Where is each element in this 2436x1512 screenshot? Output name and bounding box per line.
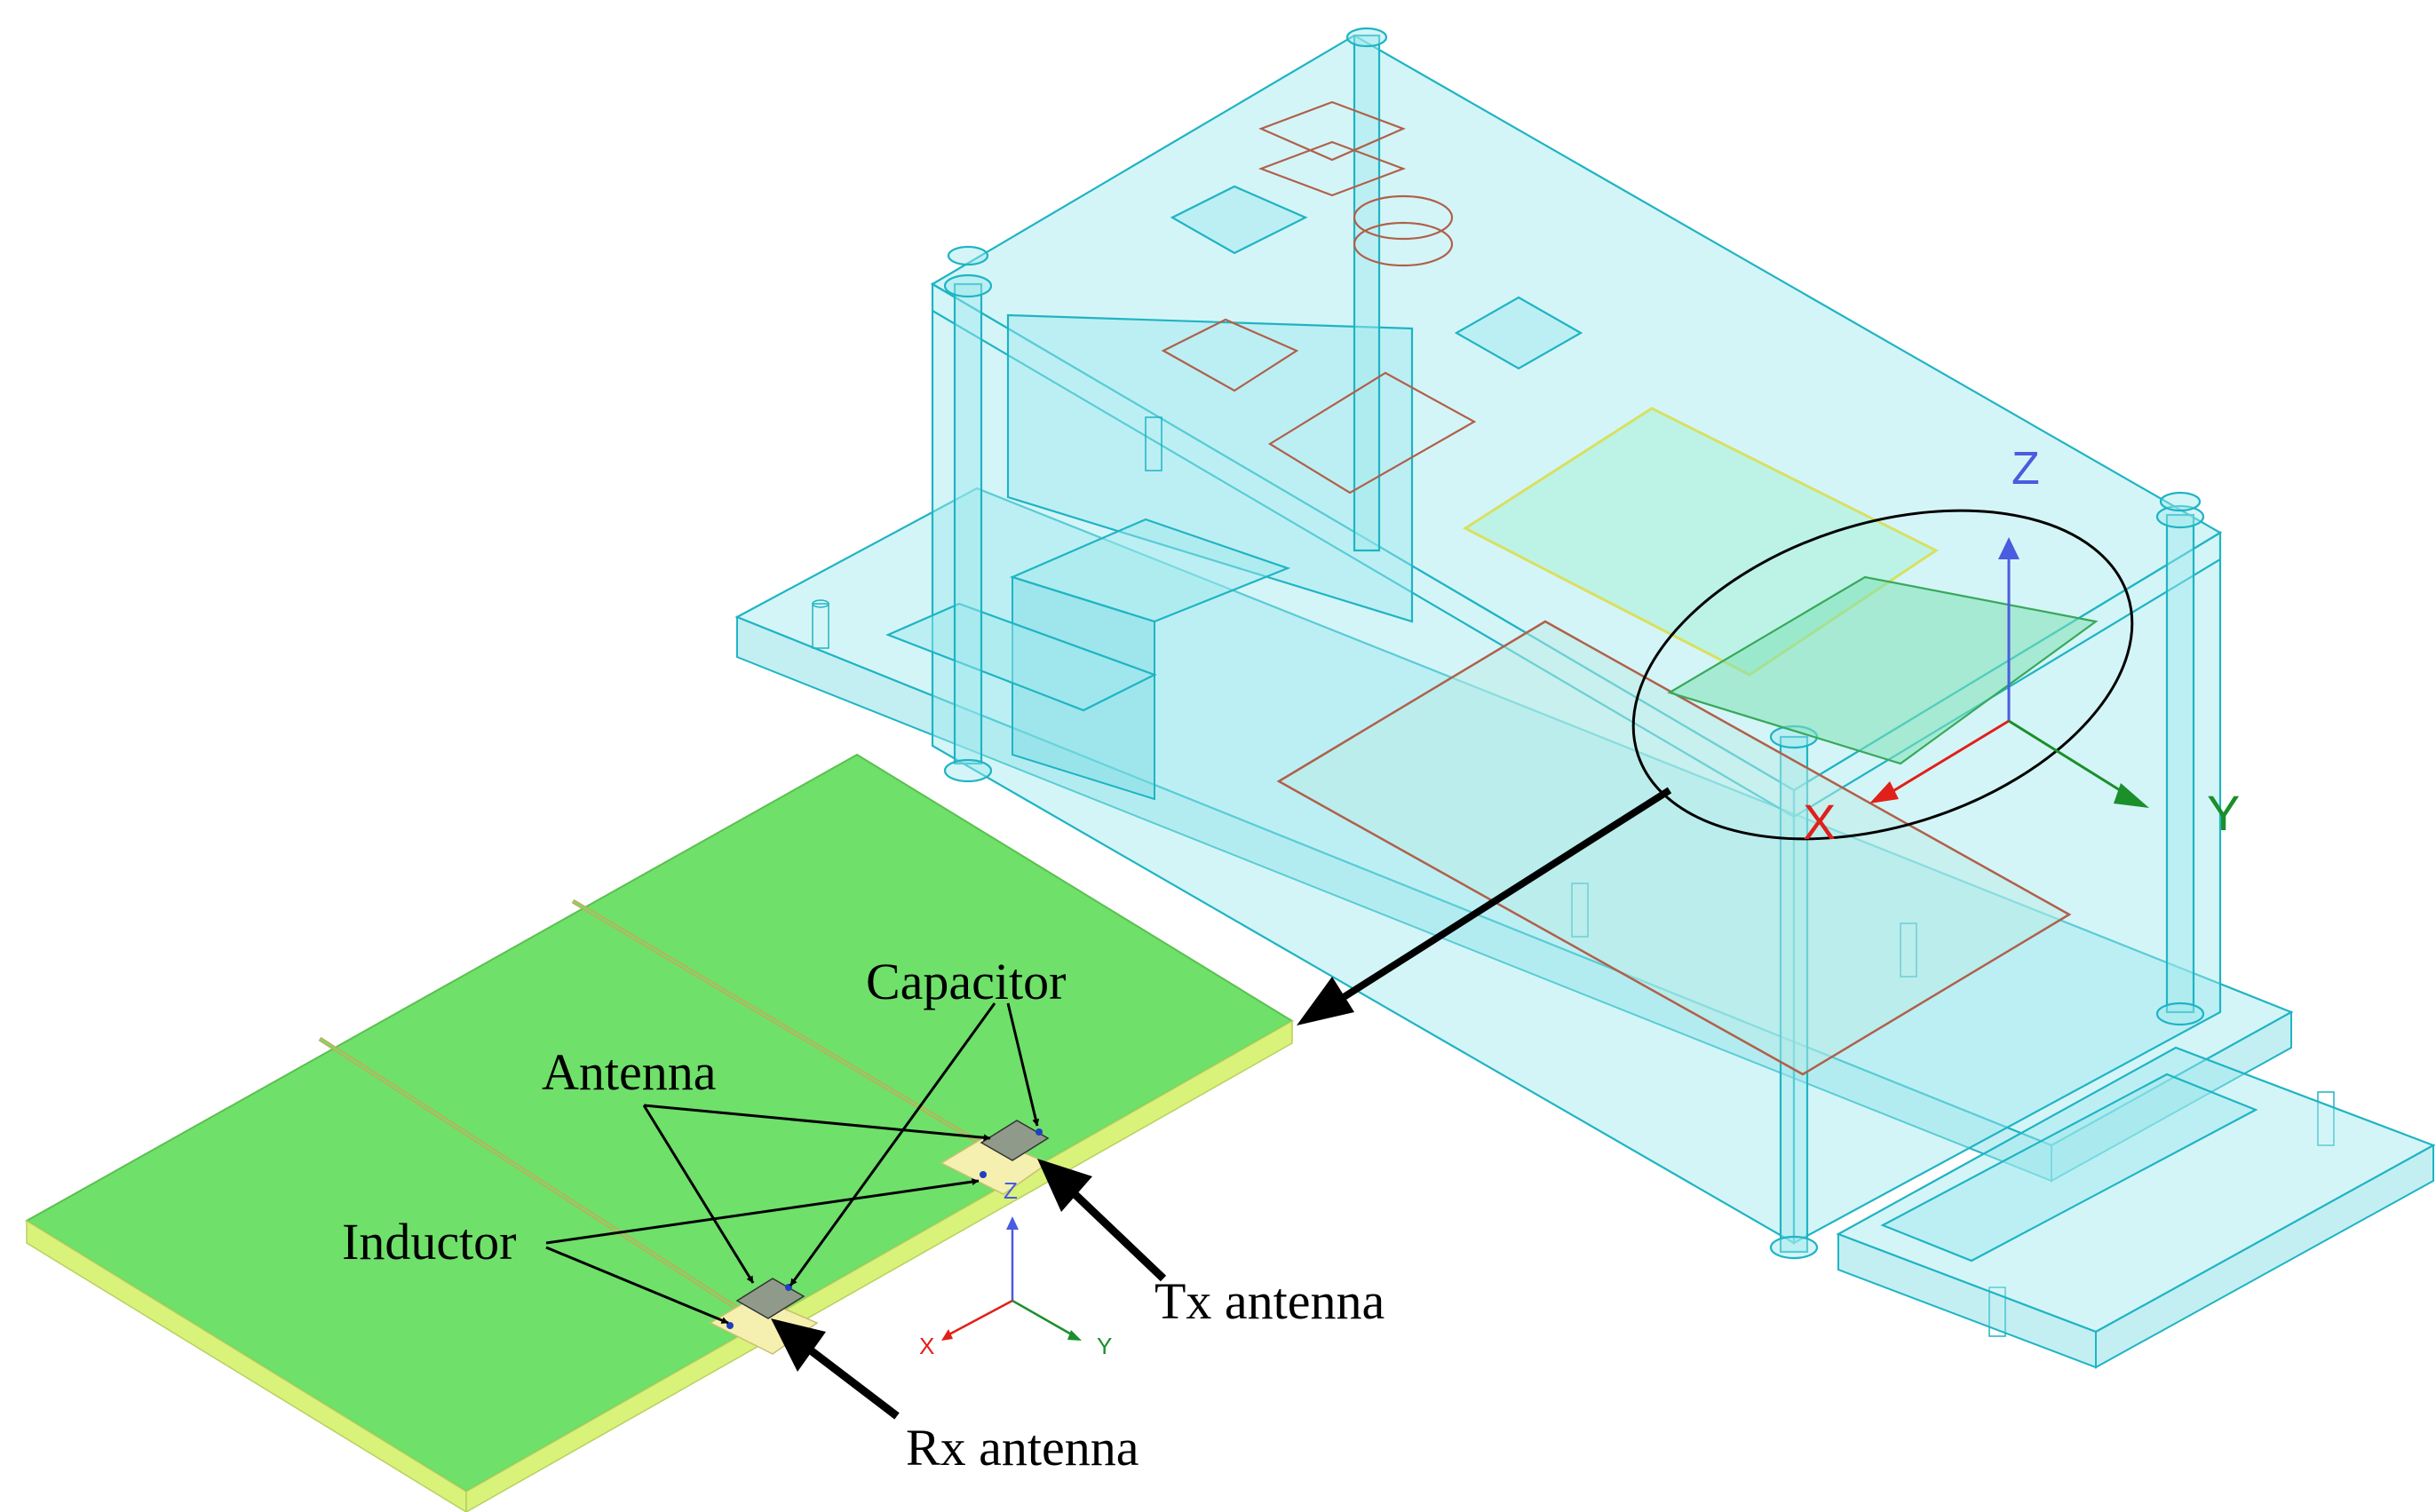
sensor-board xyxy=(1667,575,2099,765)
capacitor-label: Capacitor xyxy=(866,953,1066,1010)
rx-inductor xyxy=(726,1322,734,1329)
rx-antenna-arrow xyxy=(801,1342,900,1420)
callout-ellipse xyxy=(1631,509,2134,841)
small-x-axis xyxy=(945,1299,1013,1338)
callout-leaders xyxy=(545,1002,1167,1420)
base-plate-side xyxy=(2051,1010,2292,1183)
capacitor-leader-1 xyxy=(789,1002,996,1286)
small-y-axis xyxy=(1012,1299,1075,1338)
z-axis-arrowhead xyxy=(1998,537,2019,559)
trace-1b xyxy=(319,1038,747,1315)
standoffs xyxy=(943,27,2205,1260)
inner-housing xyxy=(1006,313,1414,623)
x-axis-line xyxy=(1886,719,2010,796)
small-x-arrowhead xyxy=(941,1329,953,1341)
enlarged-pcb xyxy=(25,753,1294,1512)
tx-capacitor xyxy=(1035,1128,1043,1136)
tx-antenna-arrowhead xyxy=(1037,1159,1092,1212)
inductor-leader-1 xyxy=(545,1246,729,1325)
inductor-label: Inductor xyxy=(342,1213,517,1271)
rx-antenna-label: Rx antenna xyxy=(906,1419,1139,1476)
inductor-leader-2 xyxy=(545,1178,980,1245)
tx-antenna-label: Tx antenna xyxy=(1155,1272,1385,1330)
enclosure-model: Z X Y xyxy=(734,27,2436,1369)
zoom-arrow-head xyxy=(1297,977,1354,1025)
main-axis-y-label: Y xyxy=(2207,785,2240,841)
component-outlines xyxy=(1161,100,1583,495)
callout-labels: Capacitor Antenna Inductor Tx antenna Rx… xyxy=(342,953,1385,1476)
tx-antenna-arrow xyxy=(1067,1186,1167,1282)
zoom-arrow xyxy=(1338,787,1672,1002)
tx-inductor xyxy=(980,1171,987,1178)
rx-antenna-arrowhead xyxy=(771,1318,826,1372)
handle xyxy=(1836,1046,2436,1369)
small-z-arrowhead xyxy=(1006,1216,1019,1230)
small-axes: Z X Y xyxy=(919,1177,1112,1359)
antenna-leader-1 xyxy=(642,1104,755,1284)
pcb-edge-front xyxy=(26,1219,467,1512)
small-axis-z-label: Z xyxy=(1004,1177,1018,1204)
capacitor-leader-2 xyxy=(1006,1002,1040,1127)
antenna-label: Antenna xyxy=(542,1043,717,1101)
antenna-leader-2 xyxy=(643,1104,991,1142)
main-axis-x-label: X xyxy=(1803,794,1836,850)
small-axis-y-label: Y xyxy=(1097,1333,1112,1359)
y-axis-line xyxy=(2008,719,2128,796)
y-axis-arrowhead xyxy=(2114,783,2149,808)
small-y-arrowhead xyxy=(1067,1330,1082,1341)
battery-block-top xyxy=(1009,518,1291,623)
main-axes: Z X Y xyxy=(1803,443,2240,850)
trace-2b xyxy=(572,900,1000,1155)
tx-antenna-chip xyxy=(980,1120,1050,1161)
internal-board xyxy=(1276,620,2072,1076)
small-axis-x-label: X xyxy=(919,1333,934,1359)
main-axis-z-label: Z xyxy=(2011,443,2040,495)
x-axis-arrowhead xyxy=(1869,781,1899,803)
